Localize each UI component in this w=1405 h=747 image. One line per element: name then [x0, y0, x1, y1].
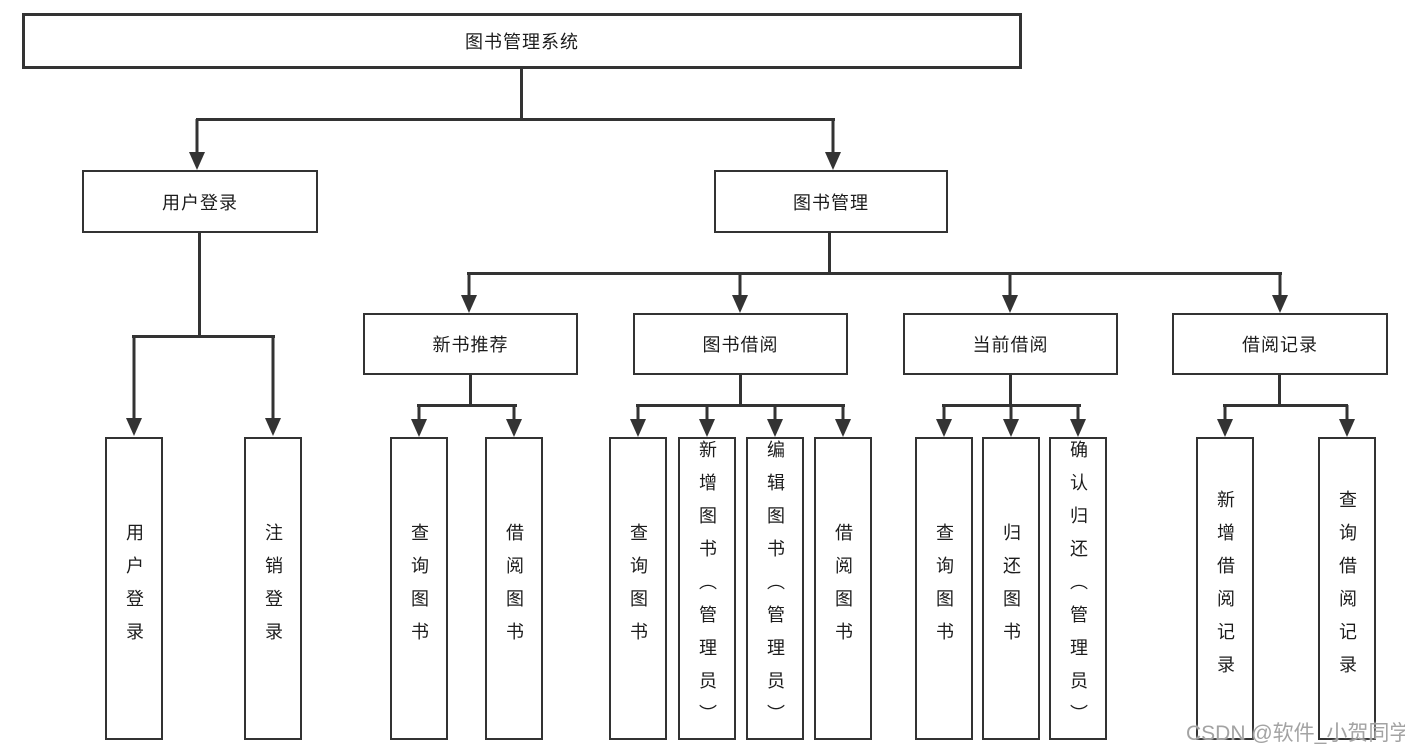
leaf-label: 确认归还（管理员） [1068, 440, 1088, 737]
connector-line [1223, 404, 1348, 407]
arrow-down-icon [1001, 273, 1019, 313]
leaf-query-books-3: 查询图书 [915, 437, 973, 740]
arrow-down-icon [731, 273, 749, 313]
node-new-book-recommend: 新书推荐 [363, 313, 578, 375]
connector-line [828, 233, 831, 274]
arrow-down-icon [834, 405, 852, 437]
arrow-down-icon [125, 336, 143, 436]
leaf-borrow-books-2: 借阅图书 [814, 437, 872, 740]
arrow-down-icon [410, 405, 428, 437]
arrow-down-icon [505, 405, 523, 437]
arrow-down-icon [935, 405, 953, 437]
leaf-confirm-return-admin: 确认归还（管理员） [1049, 437, 1107, 740]
arrow-down-icon [629, 405, 647, 437]
node-label: 图书管理 [793, 192, 869, 213]
leaf-label: 用户登录 [124, 522, 144, 655]
arrow-down-icon [1002, 405, 1020, 437]
leaf-query-books-2: 查询图书 [609, 437, 667, 740]
leaf-label: 查询图书 [628, 522, 648, 655]
node-label: 图书管理系统 [465, 32, 579, 52]
node-root-system: 图书管理系统 [22, 13, 1022, 69]
node-label: 新书推荐 [432, 335, 509, 355]
leaf-add-borrow-record: 新增借阅记录 [1196, 437, 1254, 740]
csdn-watermark: CSDN @软件_小贺同学 [1186, 722, 1405, 745]
arrow-down-icon [824, 119, 842, 170]
leaf-label: 查询图书 [934, 522, 954, 655]
leaf-label: 注销登录 [263, 522, 283, 655]
connector-line [196, 118, 835, 121]
leaf-return-books: 归还图书 [982, 437, 1040, 740]
arrow-down-icon [188, 119, 206, 170]
arrow-down-icon [1271, 273, 1289, 313]
node-book-management: 图书管理 [714, 170, 948, 233]
arrow-down-icon [1069, 405, 1087, 437]
connector-line [1278, 375, 1281, 406]
node-label: 图书借阅 [702, 335, 779, 355]
leaf-label: 借阅图书 [504, 522, 524, 655]
arrow-down-icon [766, 405, 784, 437]
arrow-down-icon [698, 405, 716, 437]
leaf-edit-books-admin: 编辑图书（管理员） [746, 437, 804, 740]
arrow-down-icon [460, 273, 478, 313]
leaf-label: 查询借阅记录 [1337, 489, 1357, 688]
connector-line [132, 335, 275, 338]
leaf-label: 归还图书 [1001, 522, 1021, 655]
node-current-borrow: 当前借阅 [903, 313, 1118, 375]
node-user-login: 用户登录 [82, 170, 318, 233]
connector-line [1009, 375, 1012, 406]
leaf-label: 借阅图书 [833, 522, 853, 655]
leaf-label: 新增借阅记录 [1215, 489, 1235, 688]
leaf-add-books-admin: 新增图书（管理员） [678, 437, 736, 740]
leaf-query-borrow-record: 查询借阅记录 [1318, 437, 1376, 740]
leaf-label: 新增图书（管理员） [697, 440, 717, 737]
node-book-borrow: 图书借阅 [633, 313, 848, 375]
node-label: 当前借阅 [972, 335, 1049, 355]
leaf-borrow-books-1: 借阅图书 [485, 437, 543, 740]
node-label: 用户登录 [162, 192, 238, 213]
leaf-logout: 注销登录 [244, 437, 302, 740]
leaf-label: 查询图书 [409, 522, 429, 655]
connector-line [739, 375, 742, 406]
connector-line [417, 404, 517, 407]
connector-line [469, 375, 472, 406]
leaf-user-login: 用户登录 [105, 437, 163, 740]
arrow-down-icon [1216, 405, 1234, 437]
leaf-query-books-1: 查询图书 [390, 437, 448, 740]
node-label: 借阅记录 [1242, 335, 1318, 355]
node-borrow-records: 借阅记录 [1172, 313, 1388, 375]
connector-line [198, 233, 201, 337]
connector-line [467, 272, 1282, 275]
connector-line [636, 404, 845, 407]
leaf-label: 编辑图书（管理员） [765, 440, 785, 737]
arrow-down-icon [264, 336, 282, 436]
arrow-down-icon [1338, 405, 1356, 437]
connector-line [520, 69, 523, 120]
